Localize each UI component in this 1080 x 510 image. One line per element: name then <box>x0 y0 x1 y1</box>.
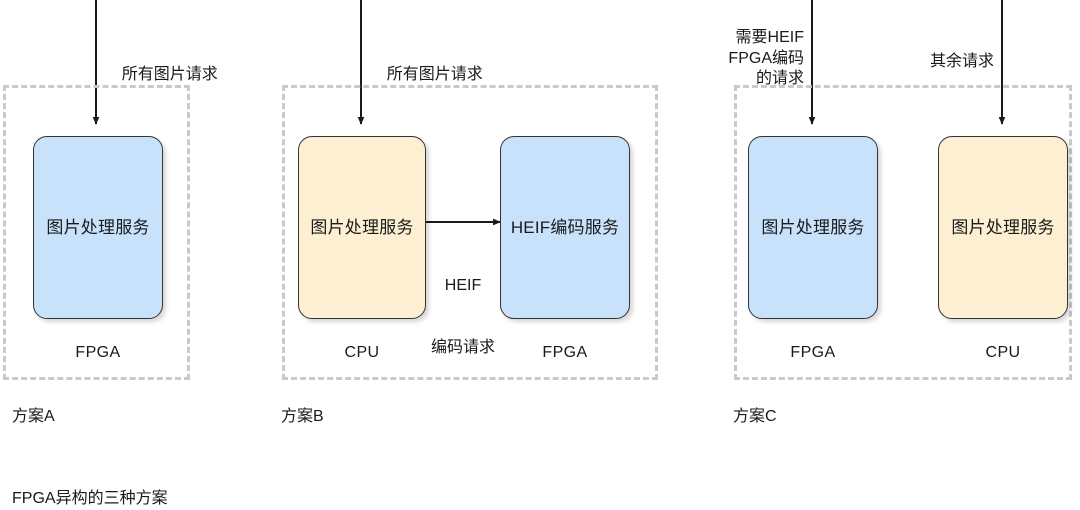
diagram-caption: FPGA异构的三种方案 <box>12 490 168 507</box>
panel-b-internal-arrow-label-line1: HEIF <box>444 276 482 294</box>
panel-b-node-heif-encoder-label: HEIF编码服务 <box>510 217 620 237</box>
panel-b-boundary <box>282 85 658 380</box>
panel-b-node-heif-encoder[interactable]: HEIF编码服务 <box>500 136 630 319</box>
panel-c-plan-label: 方案C <box>733 408 777 425</box>
panel-a-node-image-service[interactable]: 图片处理服务 <box>33 136 163 319</box>
panel-a-node-image-service-label: 图片处理服务 <box>46 217 150 237</box>
panel-a-boundary <box>3 85 190 380</box>
panel-b-inbound-arrow-label: 所有图片请求 <box>386 65 483 83</box>
panel-c-boundary <box>734 85 1072 380</box>
panel-b-hardware-label-cpu: CPU <box>344 344 380 361</box>
panel-b-hardware-label-fpga: FPGA <box>542 344 588 361</box>
panel-c-node-image-service-cpu[interactable]: 图片处理服务 <box>938 136 1068 319</box>
panel-b-plan-label: 方案B <box>281 408 324 425</box>
panel-c-node-image-service-fpga-label: 图片处理服务 <box>761 217 865 237</box>
panel-a-plan-label: 方案A <box>12 408 55 425</box>
panel-c-inbound-arrow-label-1: 需要HEIF FPGA编码 的请求 <box>728 28 804 88</box>
panel-c-node-image-service-cpu-label: 图片处理服务 <box>951 217 1055 237</box>
panel-b-node-image-service-label: 图片处理服务 <box>310 217 414 237</box>
panel-a-inbound-arrow-label: 所有图片请求 <box>121 65 218 83</box>
panel-b-node-image-service[interactable]: 图片处理服务 <box>298 136 426 319</box>
panel-b-internal-arrow-label: HEIF 编码请求 <box>417 234 509 400</box>
panel-c-inbound-arrow-label-2: 其余请求 <box>929 52 994 70</box>
panel-c-node-image-service-fpga[interactable]: 图片处理服务 <box>748 136 878 319</box>
panel-c-hardware-label-cpu: CPU <box>985 344 1021 361</box>
panel-a-hardware-label: FPGA <box>75 344 121 361</box>
panel-c-hardware-label-fpga: FPGA <box>790 344 836 361</box>
panel-b-internal-arrow-label-line2: 编码请求 <box>430 338 495 356</box>
